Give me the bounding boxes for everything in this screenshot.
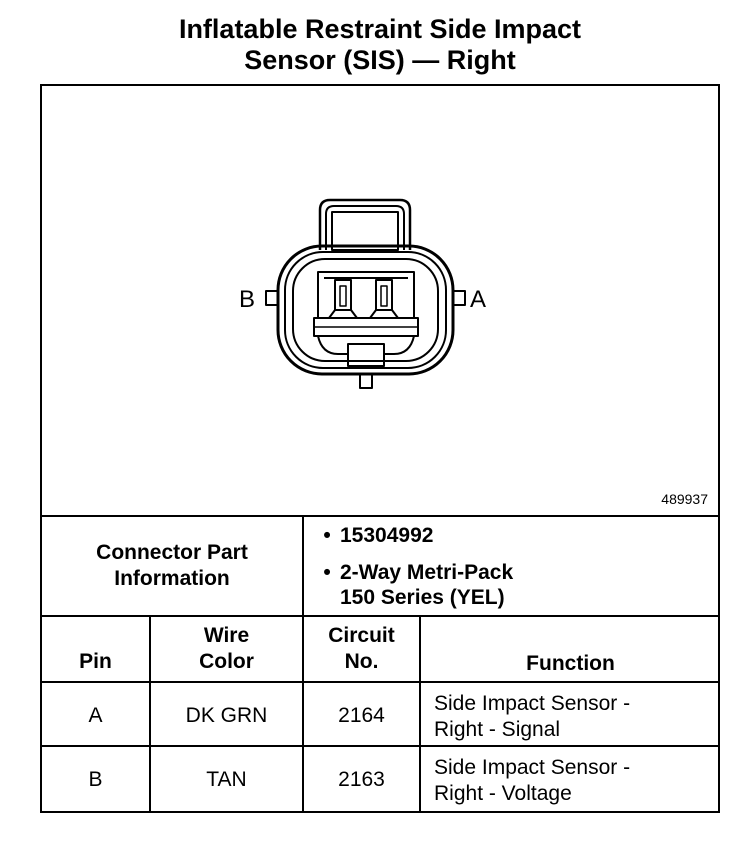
pin-table: Pin Wire Color Circuit No. Function A DK… — [40, 617, 720, 813]
column-divider — [149, 617, 151, 811]
row-a-wire-color: DK GRN — [185, 704, 268, 727]
row-b-function-line-2: Right - Voltage — [434, 782, 572, 805]
row-b-function-line-1: Side Impact Sensor - — [434, 756, 631, 779]
bullet-icon: • — [323, 561, 331, 584]
connector-type-item: • 2-Way Metri-Pack 150 Series (YEL) — [314, 560, 513, 610]
row-a-pin: A — [88, 704, 103, 727]
connector-info-label-line-2: Information — [114, 567, 230, 590]
column-divider — [302, 617, 304, 811]
part-number-item: • 15304992 — [314, 523, 513, 548]
figure-id: 489937 — [661, 491, 708, 507]
row-divider — [42, 745, 718, 747]
header-wire-color: Wire Color — [151, 623, 302, 675]
connector-face-drawing: B A — [239, 198, 486, 389]
header-wire-color-line-2: Color — [199, 650, 254, 673]
connector-info-label-line-1: Connector Part — [96, 541, 248, 564]
row-a-function: Side Impact Sensor - Right - Signal — [434, 691, 630, 743]
column-divider — [419, 617, 421, 811]
header-wire-color-line-1: Wire — [203, 624, 250, 647]
row-b-circuit: 2163 — [338, 768, 385, 791]
row-a-circuit: 2164 — [338, 704, 385, 727]
connector-info-values: • 15304992 • 2-Way Metri-Pack 150 Series… — [314, 523, 513, 622]
row-b-pin: B — [88, 768, 103, 791]
row-b-function: Side Impact Sensor - Right - Voltage — [434, 755, 630, 807]
row-a-function-line-2: Right - Signal — [434, 718, 561, 741]
header-circuit-line-1: Circuit — [328, 624, 395, 647]
bullet-icon: • — [323, 524, 331, 547]
connector-info-table: Connector Part Information • 15304992 • … — [40, 517, 720, 617]
row-a-function-line-1: Side Impact Sensor - — [434, 692, 631, 715]
connector-type-line-1: 2-Way Metri-Pack — [340, 561, 514, 584]
pin-a-label: A — [470, 286, 486, 313]
connector-info-label: Connector Part Information — [42, 517, 304, 615]
pin-b-label: B — [239, 286, 255, 313]
document-title: Inflatable Restraint Side Impact Sensor … — [40, 14, 720, 76]
title-line-2: Sensor (SIS) — Right — [244, 45, 516, 75]
connector-diagram-panel: B A 489937 — [40, 84, 720, 517]
connector-type-line-2: 150 Series (YEL) — [340, 586, 505, 609]
title-line-1: Inflatable Restraint Side Impact — [178, 14, 582, 44]
header-circuit-no: Circuit No. — [304, 623, 419, 675]
row-b-wire-color: TAN — [206, 768, 247, 791]
header-function: Function — [526, 652, 615, 675]
row-divider — [42, 681, 718, 683]
part-number: 15304992 — [340, 524, 434, 547]
header-pin: Pin — [79, 650, 112, 673]
header-circuit-line-2: No. — [344, 650, 379, 673]
